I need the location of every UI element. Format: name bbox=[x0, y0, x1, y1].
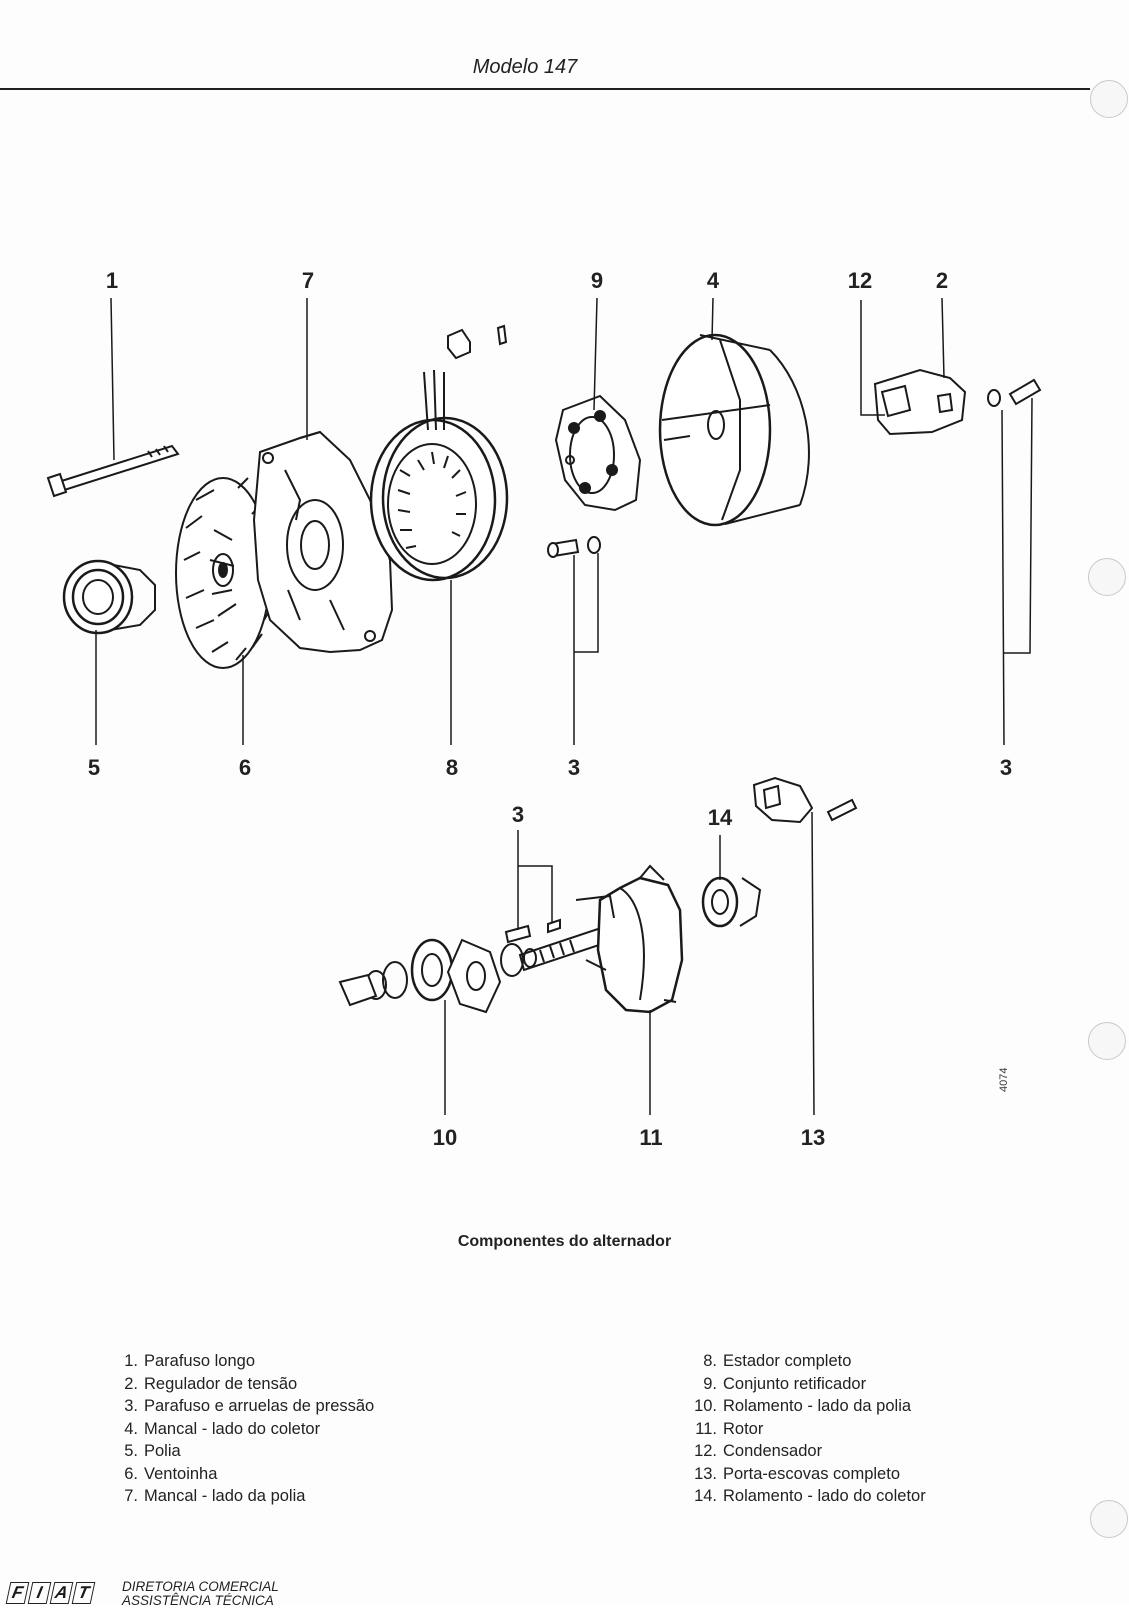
bearing-plate-part bbox=[446, 938, 502, 1014]
fiat-logo: F I A T bbox=[5, 1582, 96, 1604]
callout-label: 4 bbox=[707, 268, 720, 293]
legend-item-text: Mancal - lado da polia bbox=[144, 1487, 306, 1505]
legend-item-number: 1. bbox=[124, 1352, 138, 1370]
legend-item-text: Conjunto retificador bbox=[723, 1374, 867, 1393]
legend-item-text: Estador completo bbox=[723, 1352, 852, 1370]
callout-label: 14 bbox=[708, 805, 733, 830]
footer-department: DIRETORIA COMERCIAL ASSISTÊNCIA TÉCNICA bbox=[122, 1580, 279, 1608]
legend-item-text: Ventoinha bbox=[144, 1464, 218, 1483]
legend-item-number: 6. bbox=[124, 1464, 138, 1483]
legend-item: 6. Ventoinha bbox=[118, 1463, 374, 1486]
rear-housing-part bbox=[658, 333, 810, 527]
legend-item: 2. Regulador de tensão bbox=[118, 1373, 374, 1396]
legend-item-text: Parafuso e arruelas de pressão bbox=[144, 1397, 375, 1415]
legend-left-list: 1. Parafuso longo 2. Regulador de tensão 3… bbox=[118, 1350, 374, 1508]
legend-item-number: 11. bbox=[695, 1419, 717, 1438]
page-header-title: Modelo 147 bbox=[472, 56, 578, 78]
legend-right-list: 8. Estador completo 9. Conjunto retificado… bbox=[688, 1350, 926, 1508]
small-terminal-part bbox=[447, 324, 508, 360]
legend-item-text: Porta-escovas completo bbox=[723, 1464, 900, 1483]
legend-item: 4. Mancal - lado do coletor bbox=[118, 1418, 374, 1441]
punch-hole bbox=[1088, 558, 1126, 596]
legend-item-number: 3. bbox=[124, 1397, 138, 1415]
leader-lines bbox=[95, 297, 1033, 1116]
callout-label: 6 bbox=[239, 755, 251, 780]
legend-item-number: 8. bbox=[703, 1352, 717, 1370]
punch-hole bbox=[1088, 1022, 1126, 1060]
stator-part bbox=[369, 369, 509, 582]
callout-label: 3 bbox=[1000, 755, 1012, 780]
callout-label: 12 bbox=[848, 268, 872, 293]
legend-item: 5. Polia bbox=[118, 1440, 374, 1463]
figure-code: 4074 bbox=[998, 1067, 1010, 1092]
punch-hole bbox=[1090, 1500, 1128, 1538]
bearing-collector-part bbox=[701, 876, 762, 928]
callout-label: 11 bbox=[639, 1125, 662, 1150]
legend-item: 14. Rolamento - lado do coletor bbox=[688, 1485, 926, 1508]
legend-item-text: Rolamento - lado do coletor bbox=[723, 1487, 926, 1505]
legend-item-text: Mancal - lado do coletor bbox=[144, 1419, 321, 1438]
screw-washer-right-part bbox=[987, 378, 1042, 407]
legend-item: 9. Conjunto retificador bbox=[688, 1373, 926, 1396]
legend-item-number: 14. bbox=[694, 1487, 717, 1505]
callout-label: 3 bbox=[568, 755, 580, 780]
callout-label: 13 bbox=[801, 1125, 825, 1150]
legend-item: 11. Rotor bbox=[688, 1418, 926, 1441]
callout-label: 1 bbox=[106, 268, 118, 293]
callout-label: 2 bbox=[936, 268, 948, 293]
regulator-part bbox=[873, 368, 967, 436]
legend-item: 7. Mancal - lado da polia bbox=[118, 1485, 374, 1508]
legend-item: 8. Estador completo bbox=[688, 1350, 926, 1373]
logo-letter: A bbox=[49, 1582, 74, 1604]
rectifier-part bbox=[554, 394, 642, 512]
callout-label: 5 bbox=[88, 755, 100, 780]
legend-item-text: Rotor bbox=[723, 1419, 764, 1438]
callout-label: 8 bbox=[446, 755, 458, 780]
legend-item-number: 13. bbox=[694, 1464, 717, 1483]
logo-letter: I bbox=[27, 1582, 52, 1604]
legend-item: 12. Condensador bbox=[688, 1440, 926, 1463]
legend-item-number: 10. bbox=[694, 1397, 717, 1415]
legend-item-text: Regulador de tensão bbox=[144, 1374, 298, 1393]
rotor-part bbox=[575, 864, 684, 1014]
logo-letter: F bbox=[5, 1582, 30, 1604]
callout-label: 10 bbox=[433, 1125, 457, 1150]
punch-hole bbox=[1090, 80, 1128, 118]
brush-holder-part bbox=[752, 776, 858, 824]
pulley-part bbox=[62, 559, 156, 635]
logo-letter: T bbox=[71, 1582, 96, 1604]
footer-line-2: ASSISTÊNCIA TÉCNICA bbox=[122, 1593, 274, 1608]
screw-washer-part bbox=[547, 536, 601, 558]
legend-item-number: 5. bbox=[124, 1442, 138, 1460]
legend-item-text: Parafuso longo bbox=[144, 1352, 255, 1370]
callout-label: 9 bbox=[591, 268, 603, 293]
legend-item: 13. Porta-escovas completo bbox=[688, 1463, 926, 1486]
legend-item: 10. Rolamento - lado da polia bbox=[688, 1395, 926, 1418]
legend-item: 1. Parafuso longo bbox=[118, 1350, 374, 1373]
long-bolt-part bbox=[46, 444, 180, 498]
bearing-pulley-part bbox=[338, 938, 454, 1007]
front-housing-part bbox=[252, 430, 394, 654]
legend-item-number: 4. bbox=[124, 1419, 138, 1438]
legend-item-text: Rolamento - lado da polia bbox=[723, 1397, 912, 1415]
legend-item-number: 9. bbox=[703, 1374, 717, 1393]
legend-item-number: 2. bbox=[124, 1374, 138, 1393]
callout-label: 7 bbox=[302, 268, 314, 293]
callout-labels: 1 7 9 4 12 2 5 6 8 3 3 3 14 10 11 13 bbox=[88, 268, 1012, 1150]
legend-item-number: 12. bbox=[694, 1442, 717, 1460]
legend-item-number: 7. bbox=[124, 1487, 138, 1505]
legend-item-text: Condensador bbox=[723, 1442, 823, 1460]
header-rule bbox=[0, 88, 1090, 90]
footer-line-1: DIRETORIA COMERCIAL bbox=[122, 1579, 279, 1594]
legend-item: 3. Parafuso e arruelas de pressão bbox=[118, 1395, 374, 1418]
figure-caption: Componentes do alternador bbox=[457, 1233, 672, 1250]
legend-item-text: Polia bbox=[144, 1442, 181, 1460]
callout-label: 3 bbox=[512, 802, 524, 827]
rotor-washers-part bbox=[500, 918, 561, 977]
